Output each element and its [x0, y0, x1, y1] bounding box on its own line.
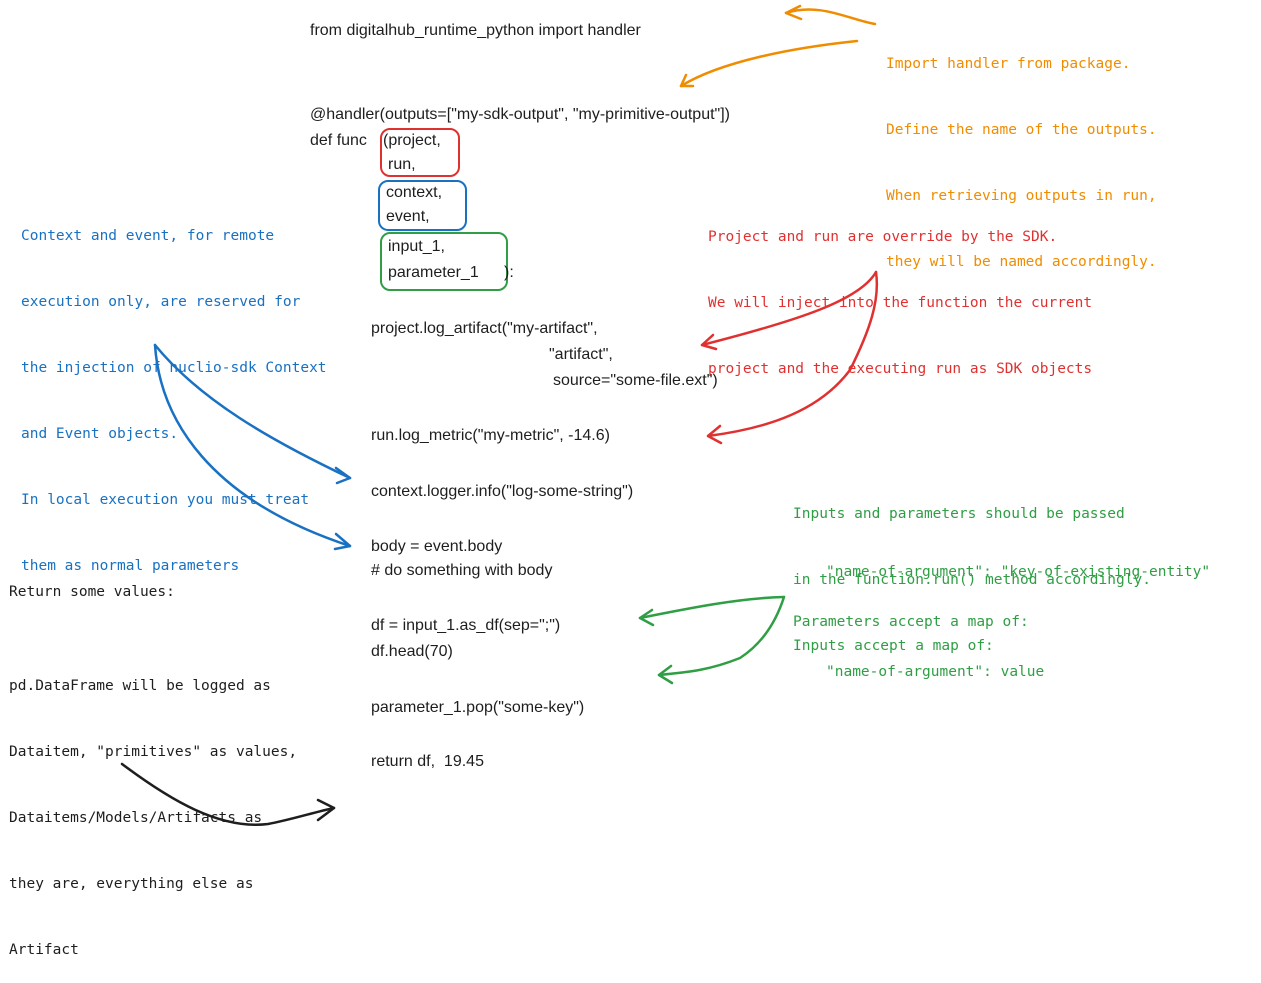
blue-note-line: Context and event, for remote	[21, 228, 275, 244]
black-arrowhead-return	[316, 798, 336, 822]
orange-arrow-decorator	[679, 39, 859, 88]
blue-note: Context and event, for remote execution …	[21, 181, 327, 599]
red-arrow-metric	[706, 270, 879, 438]
code-param-event: event,	[386, 208, 430, 225]
red-arrowhead-artifact	[700, 333, 718, 351]
code-log-artifact-line-1: project.log_artifact("my-artifact",	[371, 320, 598, 337]
code-param-pop: parameter_1.pop("some-key")	[371, 699, 585, 716]
black-arrows	[120, 762, 336, 827]
red-note-line: project and the executing run as SDK obj…	[708, 361, 1093, 377]
code-return-line: return df, 19.45	[371, 753, 484, 770]
black-note-line: Dataitems/Models/Artifacts as	[9, 810, 263, 826]
green-arrowhead-parameter	[657, 664, 674, 685]
code-param-project: (project,	[383, 132, 441, 149]
green-arrow-parameter	[657, 595, 786, 677]
orange-note-line: Import handler from package.	[886, 56, 1131, 72]
red-note-line: Project and run are override by the SDK.	[708, 229, 1058, 245]
red-note: Project and run are override by the SDK.…	[708, 182, 1092, 402]
green-note-line: Inputs accept a map of:	[793, 638, 994, 654]
blue-note-line: In local execution you must treat	[21, 492, 310, 508]
black-note-line: Dataitem, "primitives" as values,	[9, 744, 298, 760]
code-param-input: input_1,	[388, 238, 445, 255]
annotation-arrows	[120, 4, 879, 827]
code-decorator-line: @handler(outputs=["my-sdk-output", "my-p…	[310, 106, 730, 123]
green-note-line: in the function.run() method accordingly…	[793, 572, 1151, 588]
orange-arrowhead-decorator	[679, 73, 695, 88]
orange-arrow-import	[784, 8, 877, 26]
blue-param-box	[378, 180, 467, 231]
code-param-parameter: parameter_1	[388, 264, 479, 281]
blue-note-line: and Event objects.	[21, 426, 179, 442]
blue-arrowhead-event	[333, 532, 352, 551]
green-note-line: Inputs and parameters should be passed	[793, 506, 1125, 522]
red-param-box	[380, 128, 460, 177]
black-arrow-return	[120, 762, 336, 827]
code-logger-info: context.logger.info("log-some-string")	[371, 483, 634, 500]
black-note-line: pd.DataFrame will be logged as	[9, 678, 271, 694]
code-log-metric: run.log_metric("my-metric", -14.6)	[371, 427, 610, 444]
code-body-comment: # do something with body	[371, 562, 553, 579]
blue-note-line: execution only, are reserved for	[21, 294, 301, 310]
black-note-title: Return some values:	[9, 584, 175, 600]
blue-arrow-event	[153, 343, 352, 548]
green-arrowhead-input	[638, 608, 655, 627]
black-note-line: they are, everything else as	[9, 876, 254, 892]
code-def-suffix: ):	[504, 264, 514, 281]
red-arrowhead-metric	[706, 424, 723, 445]
blue-arrow-context	[153, 343, 352, 480]
orange-note-line: they will be named accordingly.	[886, 254, 1157, 270]
code-df-assign: df = input_1.as_df(sep=";")	[371, 617, 561, 634]
red-arrow-artifact	[700, 270, 878, 347]
code-def-prefix: def func	[310, 132, 367, 149]
green-note-params: Parameters accept a map of:	[793, 614, 1029, 630]
blue-note-line: the injection of nuclio-sdk Context	[21, 360, 327, 376]
orange-note: Import handler from package. Define the …	[886, 9, 1157, 295]
code-import-line: from digitalhub_runtime_python import ha…	[310, 22, 641, 39]
code-df-head: df.head(70)	[371, 643, 453, 660]
green-note-params-example: "name-of-argument": value	[826, 664, 1045, 680]
green-note-inputs-example: "name-of-argument": "key-of-existing-ent…	[826, 564, 1211, 580]
code-log-artifact-line-3: source="some-file.ext")	[553, 372, 718, 389]
orange-note-line: Define the name of the outputs.	[886, 122, 1157, 138]
code-param-run: run,	[388, 156, 416, 173]
code-param-context: context,	[386, 184, 443, 201]
green-param-box	[380, 232, 508, 291]
code-log-artifact-line-2: "artifact",	[549, 346, 613, 363]
blue-arrows	[153, 343, 352, 551]
orange-arrowhead-import	[784, 4, 803, 21]
green-note-inputs: Inputs and parameters should be passed i…	[793, 459, 1151, 679]
green-arrows	[638, 595, 786, 685]
green-arrow-input	[638, 595, 786, 620]
blue-arrowhead-context	[334, 466, 352, 485]
black-note-body: pd.DataFrame will be logged as Dataitem,…	[9, 631, 297, 983]
orange-note-line: When retrieving outputs in run,	[886, 188, 1157, 204]
black-note-line: Artifact	[9, 942, 79, 958]
red-arrows	[700, 270, 879, 445]
orange-arrows	[679, 4, 877, 88]
red-note-line: We will inject into the function the cur…	[708, 295, 1093, 311]
blue-note-line: them as normal parameters	[21, 558, 240, 574]
code-body-assign: body = event.body	[371, 538, 503, 555]
